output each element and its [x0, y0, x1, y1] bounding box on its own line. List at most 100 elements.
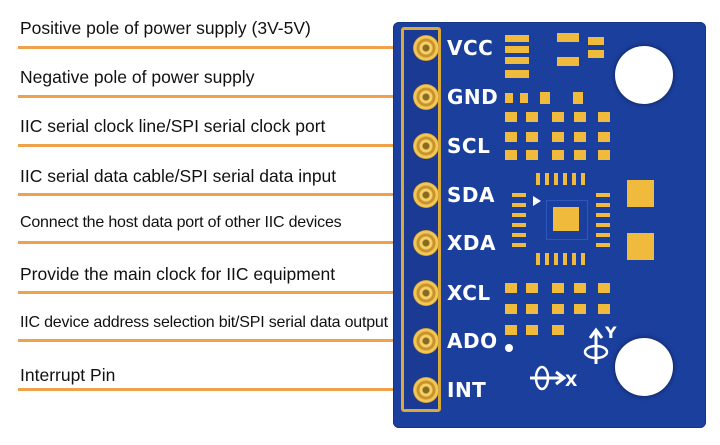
chip-pin [512, 193, 526, 197]
chip-center-pad [553, 207, 579, 231]
smd-pad [574, 304, 586, 314]
pin1-marker-icon [533, 196, 541, 206]
smd-pad [573, 92, 583, 104]
chip-pin [581, 173, 585, 185]
chip-pin [545, 253, 549, 265]
chip-pin [536, 173, 540, 185]
smd-pad [540, 92, 550, 104]
chip-pin [596, 233, 610, 237]
smd-pad [598, 132, 610, 142]
smd-pad [557, 57, 579, 66]
pin-pad-xcl [413, 280, 439, 306]
chip-pin [563, 253, 567, 265]
smd-pad [552, 132, 564, 142]
smd-pad [505, 35, 529, 42]
smd-pad [505, 325, 517, 335]
leader-line-sda [18, 193, 418, 196]
smd-pad-large [627, 233, 654, 260]
smd-pad [505, 132, 517, 142]
smd-pad [574, 150, 586, 160]
smd-pad [526, 150, 538, 160]
chip-pin [572, 253, 576, 265]
smd-pad [552, 150, 564, 160]
smd-pad [505, 150, 517, 160]
smd-pad [598, 150, 610, 160]
desc-scl: IIC serial clock line/SPI serial clock p… [20, 116, 326, 136]
smd-pad [505, 304, 517, 314]
axis-indicator-icon [530, 327, 609, 391]
chip-pin [596, 243, 610, 247]
chip-pin [596, 203, 610, 207]
axis-label-x: X [565, 371, 578, 390]
smd-pad [505, 93, 513, 103]
pin-pad-int [413, 377, 439, 403]
chip-pin [596, 213, 610, 217]
smd-pad [598, 304, 610, 314]
chip-pin [536, 253, 540, 265]
pin-label-gnd: GND [447, 85, 499, 109]
smd-pad [526, 304, 538, 314]
smd-pad [552, 112, 564, 122]
chip-pin [572, 173, 576, 185]
via-dot [505, 344, 513, 352]
smd-pad [505, 70, 529, 78]
smd-pad [505, 46, 529, 53]
smd-pad [505, 57, 529, 64]
smd-pad [574, 112, 586, 122]
pin-label-xda: XDA [447, 231, 496, 255]
desc-xda: Connect the host data port of other IIC … [20, 214, 342, 231]
smd-pad [505, 112, 517, 122]
smd-pad [557, 33, 579, 42]
smd-pad [598, 283, 610, 293]
desc-int: Interrupt Pin [20, 365, 116, 385]
desc-ado: IIC device address selection bit/SPI ser… [20, 314, 388, 331]
chip-pin [554, 173, 558, 185]
chip-pin [563, 173, 567, 185]
pin-pad-scl [413, 133, 439, 159]
chip-pin [545, 173, 549, 185]
chip-pin [512, 223, 526, 227]
smd-pad [552, 325, 564, 335]
pin-pad-xda [413, 230, 439, 256]
chip-pin [512, 233, 526, 237]
leader-line-vcc [18, 46, 418, 49]
leader-line-ado [18, 339, 418, 342]
chip-pin [596, 223, 610, 227]
smd-pad [552, 304, 564, 314]
smd-pad [588, 50, 604, 58]
chip-pin [512, 203, 526, 207]
desc-vcc: Positive pole of power supply (3V-5V) [20, 18, 311, 38]
desc-xcl: Provide the main clock for IIC equipment [20, 264, 336, 284]
leader-line-gnd [18, 95, 418, 98]
chip-pin [581, 253, 585, 265]
smd-pad [574, 283, 586, 293]
chip-pin [512, 243, 526, 247]
axis-label-y: Y [605, 323, 617, 342]
leader-line-xcl [18, 291, 418, 294]
smd-pad [526, 112, 538, 122]
pin-label-ado: ADO [447, 329, 498, 353]
pin-label-scl: SCL [447, 134, 491, 158]
leader-line-scl [18, 144, 418, 147]
smd-pad [520, 93, 528, 103]
leader-line-xda [18, 241, 418, 244]
pin-label-xcl: XCL [447, 281, 491, 305]
smd-pad [552, 283, 564, 293]
smd-pad [505, 283, 517, 293]
pin-pad-ado [413, 328, 439, 354]
chip-pin [554, 253, 558, 265]
desc-sda: IIC serial data cable/SPI serial data in… [20, 166, 337, 186]
pin-label-int: INT [447, 378, 487, 402]
chip-pin [512, 213, 526, 217]
smd-pad [526, 132, 538, 142]
leader-line-int [18, 388, 418, 391]
smd-pad-large [627, 180, 654, 207]
smd-pad [598, 112, 610, 122]
smd-pad [574, 132, 586, 142]
mounting-hole-bottom [615, 338, 673, 396]
mounting-hole-top [615, 46, 673, 104]
chip-pin [596, 193, 610, 197]
pin-pad-gnd [413, 84, 439, 110]
desc-gnd: Negative pole of power supply [20, 67, 255, 87]
